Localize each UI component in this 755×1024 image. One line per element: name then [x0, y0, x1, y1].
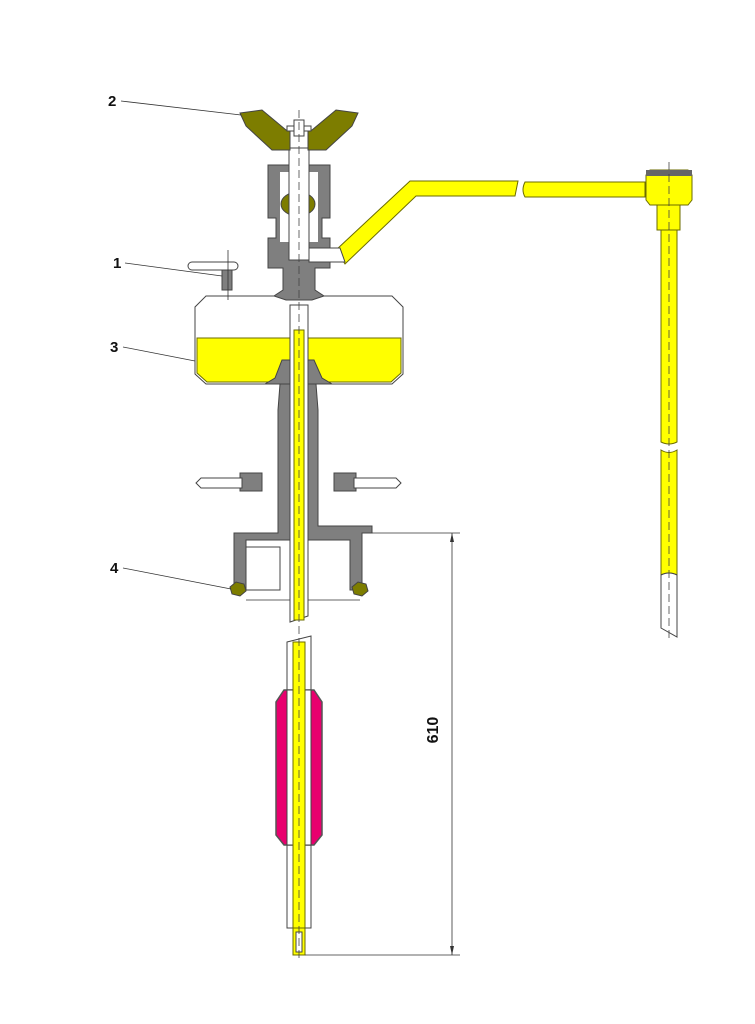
elbow-nipple	[656, 204, 681, 231]
tank-boss-left	[263, 359, 291, 385]
drawing-line	[124, 262, 223, 277]
vent-valve	[187, 250, 239, 300]
central-tube	[275, 110, 323, 962]
dimension-text: 610	[425, 717, 442, 744]
wing-nut-right	[307, 109, 359, 151]
drawing-shape	[450, 533, 454, 542]
drawing-line	[122, 346, 196, 362]
o-ring-left	[229, 581, 247, 597]
bolt-head-right	[333, 472, 357, 492]
vertical-pipe-end	[660, 572, 678, 638]
pipe-horizontal-segment	[522, 181, 646, 198]
side-pipe	[335, 162, 693, 640]
lower-housing	[195, 383, 460, 601]
bolt-right	[353, 477, 402, 489]
dimension-610: 610	[305, 533, 460, 956]
vent-handle	[187, 261, 239, 271]
bolt-left	[195, 477, 243, 489]
drawing-line	[122, 567, 232, 590]
pipe-diagonal-segment	[335, 180, 519, 265]
label-3: 3	[110, 339, 118, 356]
o-ring-right	[351, 581, 369, 597]
drawing-line	[120, 100, 242, 116]
drawing-shape	[450, 946, 454, 955]
drawing-shape	[245, 546, 281, 591]
callouts: 2 1 3 4	[108, 93, 242, 590]
vent-body	[221, 269, 233, 291]
bolt-head-left	[239, 472, 263, 492]
elbow-cap	[646, 170, 692, 176]
label-2: 2	[108, 93, 116, 110]
label-1: 1	[113, 255, 121, 272]
side-port	[308, 247, 346, 263]
wing-nut-left	[239, 109, 291, 151]
label-4: 4	[110, 560, 119, 577]
